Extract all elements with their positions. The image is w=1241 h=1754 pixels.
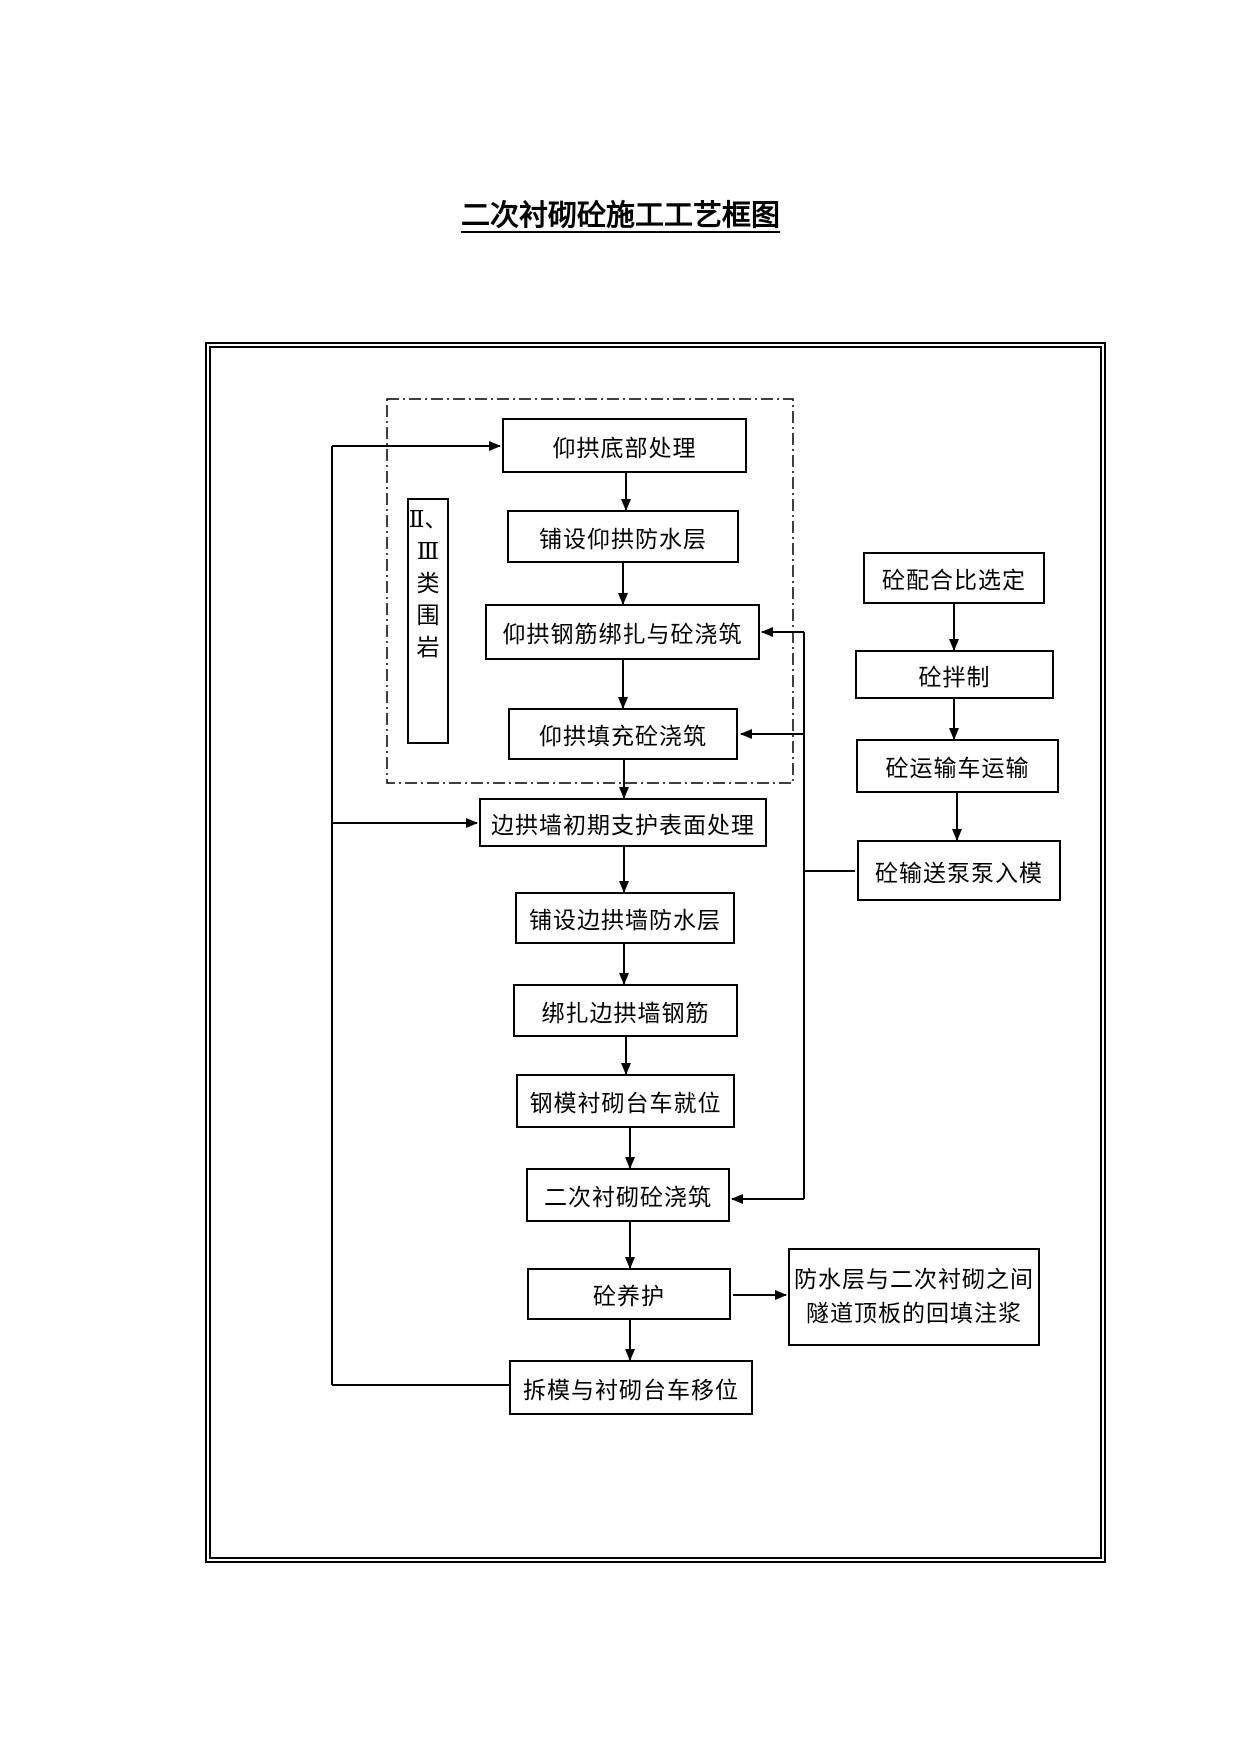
grouting-line: 防水层与二次衬砌之间: [794, 1267, 1034, 1293]
page-title: 二次衬砌砼施工工艺框图: [460, 198, 780, 232]
grouting-box: 防水层与二次衬砌之间 隧道顶板的回填注浆: [788, 1248, 1040, 1346]
step-formwork-position: 钢模衬砌台车就位: [516, 1074, 735, 1128]
rock-class-char: Ⅱ、: [408, 507, 448, 533]
step-wall-rebar: 绑扎边拱墙钢筋: [513, 984, 738, 1037]
rock-class-char: 岩: [416, 635, 440, 661]
rock-class-char: 类: [416, 571, 440, 597]
step-lining-pour: 二次衬砌砼浇筑: [526, 1168, 730, 1222]
concrete-mixing: 砼拌制: [855, 650, 1054, 699]
rock-class-char: Ⅲ: [416, 539, 440, 565]
step-wall-surface: 边拱墙初期支护表面处理: [479, 798, 767, 847]
rock-class-label: Ⅱ、 Ⅲ 类 围 岩: [407, 498, 449, 744]
concrete-pump: 砼输送泵泵入模: [857, 840, 1061, 901]
step-invert-fill-pour: 仰拱填充砼浇筑: [508, 708, 738, 760]
step-invert-rebar-pour: 仰拱钢筋绑扎与砼浇筑: [485, 604, 760, 660]
rock-class-region: [386, 398, 794, 784]
grouting-line: 隧道顶板的回填注浆: [806, 1301, 1022, 1327]
step-invert-waterproof: 铺设仰拱防水层: [507, 510, 739, 563]
concrete-transport: 砼运输车运输: [856, 739, 1059, 793]
outer-frame-inner: [209, 346, 1102, 1559]
concrete-mix-design: 砼配合比选定: [863, 552, 1045, 604]
step-curing: 砼养护: [527, 1268, 731, 1320]
outer-frame: [205, 342, 1106, 1563]
step-wall-waterproof: 铺设边拱墙防水层: [515, 892, 735, 944]
step-demold-move: 拆模与衬砌台车移位: [509, 1360, 753, 1415]
step-invert-base: 仰拱底部处理: [502, 418, 747, 473]
rock-class-char: 围: [416, 603, 440, 629]
